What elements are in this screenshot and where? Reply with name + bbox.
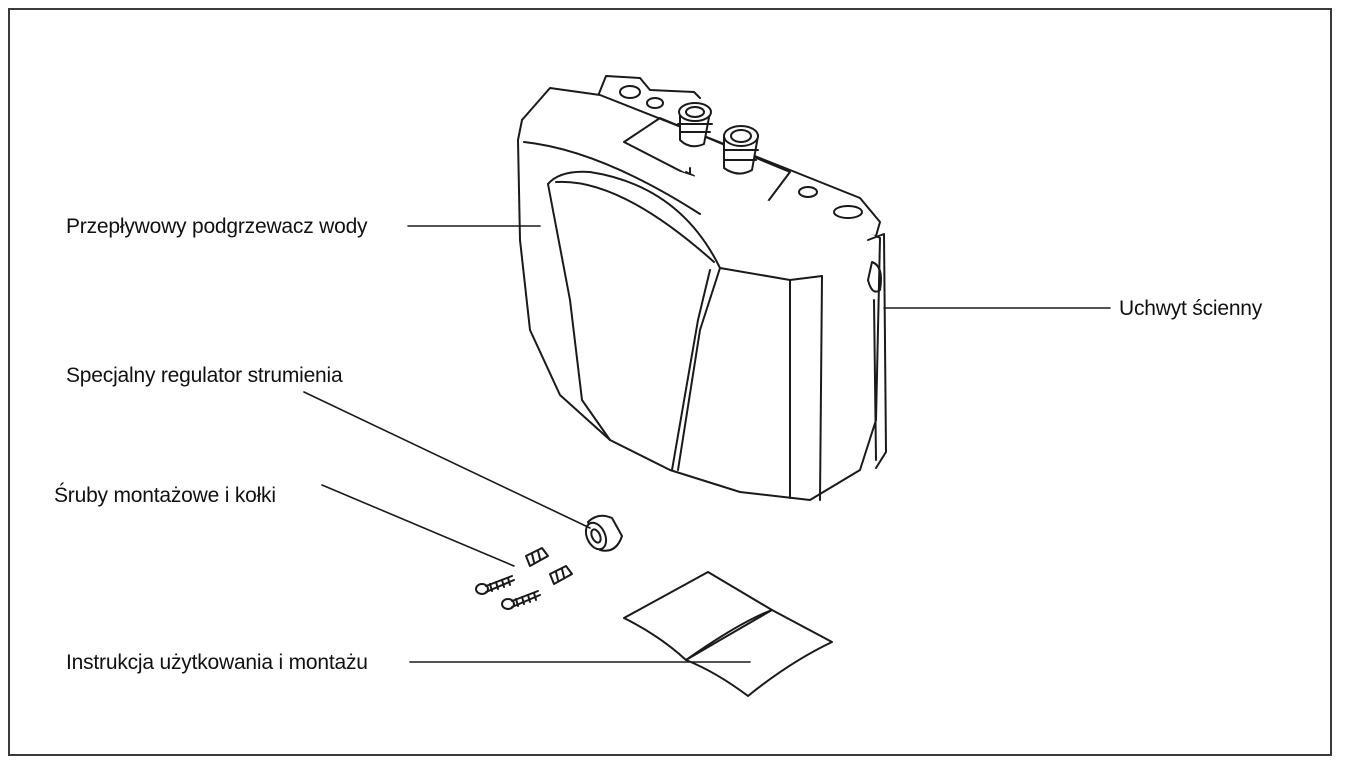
label-wall-bracket: Uchwyt ścienny bbox=[1119, 297, 1263, 320]
label-manual: Instrukcja użytkowania i montażu bbox=[66, 651, 368, 674]
flow-regulator bbox=[584, 514, 623, 552]
leader-screws bbox=[321, 484, 515, 567]
screws-and-plugs bbox=[475, 547, 573, 610]
pipe-fittings bbox=[677, 102, 759, 179]
manual-booklet bbox=[623, 571, 833, 697]
label-water-heater: Przepływowy podgrzewacz wody bbox=[66, 215, 368, 238]
leader-regulator bbox=[303, 391, 591, 529]
wall-bracket bbox=[867, 233, 887, 469]
label-screws-and-plugs: Śruby montażowe i kołki bbox=[54, 484, 276, 507]
label-flow-regulator: Specjalny regulator strumienia bbox=[66, 364, 343, 387]
water-heater bbox=[517, 75, 887, 501]
leader-lines bbox=[303, 225, 1111, 663]
